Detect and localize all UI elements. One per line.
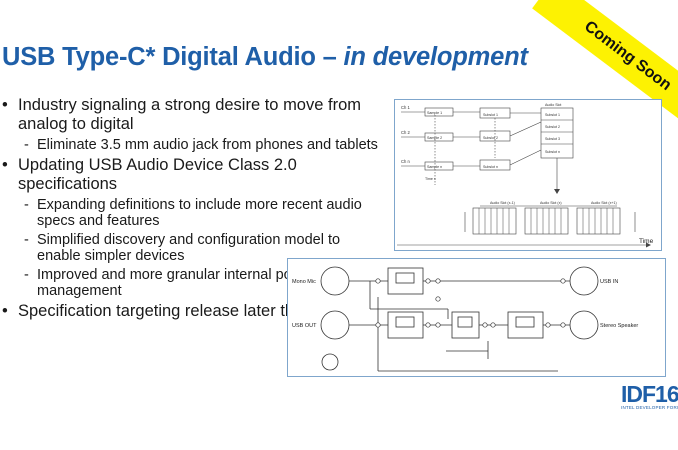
audio-topology-diagram: Mono Mic USB OUT USB IN Stereo Speaker [287,258,666,377]
subslot-label: Subslot n [483,165,498,169]
sample-label: Sample n [427,165,442,169]
channel-label: Ch 1 [401,105,411,110]
subslot-label: Subslot 1 [483,113,498,117]
subslot-label: Subslot 3 [545,137,560,141]
sample-label: Sample 1 [427,111,442,115]
sub-bullet-item: Eliminate 3.5 mm audio jack from phones … [0,137,385,153]
subslot-label: Subslot n [545,150,560,154]
slide-title: USB Type-C* Digital Audio – in developme… [2,43,528,71]
audio-slot-timing-diagram: Ch 1 Ch 2 Ch n Sample 1 [394,99,662,251]
slot-label: Audio Slot (x-1) [490,201,515,205]
bullet-item: Industry signaling a strong desire to mo… [0,96,385,134]
time-x-label: Time x [425,177,436,181]
sub-bullet-item: Improved and more granular internal powe… [0,267,385,299]
bullet-item: Specification targeting release later th… [0,302,385,321]
subslot-label: Subslot 2 [483,136,498,140]
channel-label: Ch n [401,159,411,164]
usb-in-label: USB IN [600,279,618,285]
subslot-label: Subslot 1 [545,113,560,117]
sample-label: Sample 2 [427,136,442,140]
sub-bullet-item: Simplified discovery and configuration m… [0,232,385,264]
idf16-logo: IDF16 INTEL DEVELOPER FORUM [621,381,678,411]
bullet-list: Industry signaling a strong desire to mo… [0,96,385,324]
time-axis-label: Time [639,238,654,245]
sub-bullet-item: Expanding definitions to include more re… [0,197,385,229]
slot-label: Audio Slot (x) [540,201,562,205]
bullet-item: Updating USB Audio Device Class 2.0 spec… [0,156,385,194]
stereo-speaker-label: Stereo Speaker [600,323,638,329]
mono-mic-label: Mono Mic [292,279,316,285]
usb-out-label: USB OUT [292,323,317,329]
channel-label: Ch 2 [401,130,411,135]
subslot-label: Subslot 2 [545,125,560,129]
audio-slot-label: Audio Slot [545,103,561,107]
slot-label: Audio Slot (x+1) [591,201,617,205]
